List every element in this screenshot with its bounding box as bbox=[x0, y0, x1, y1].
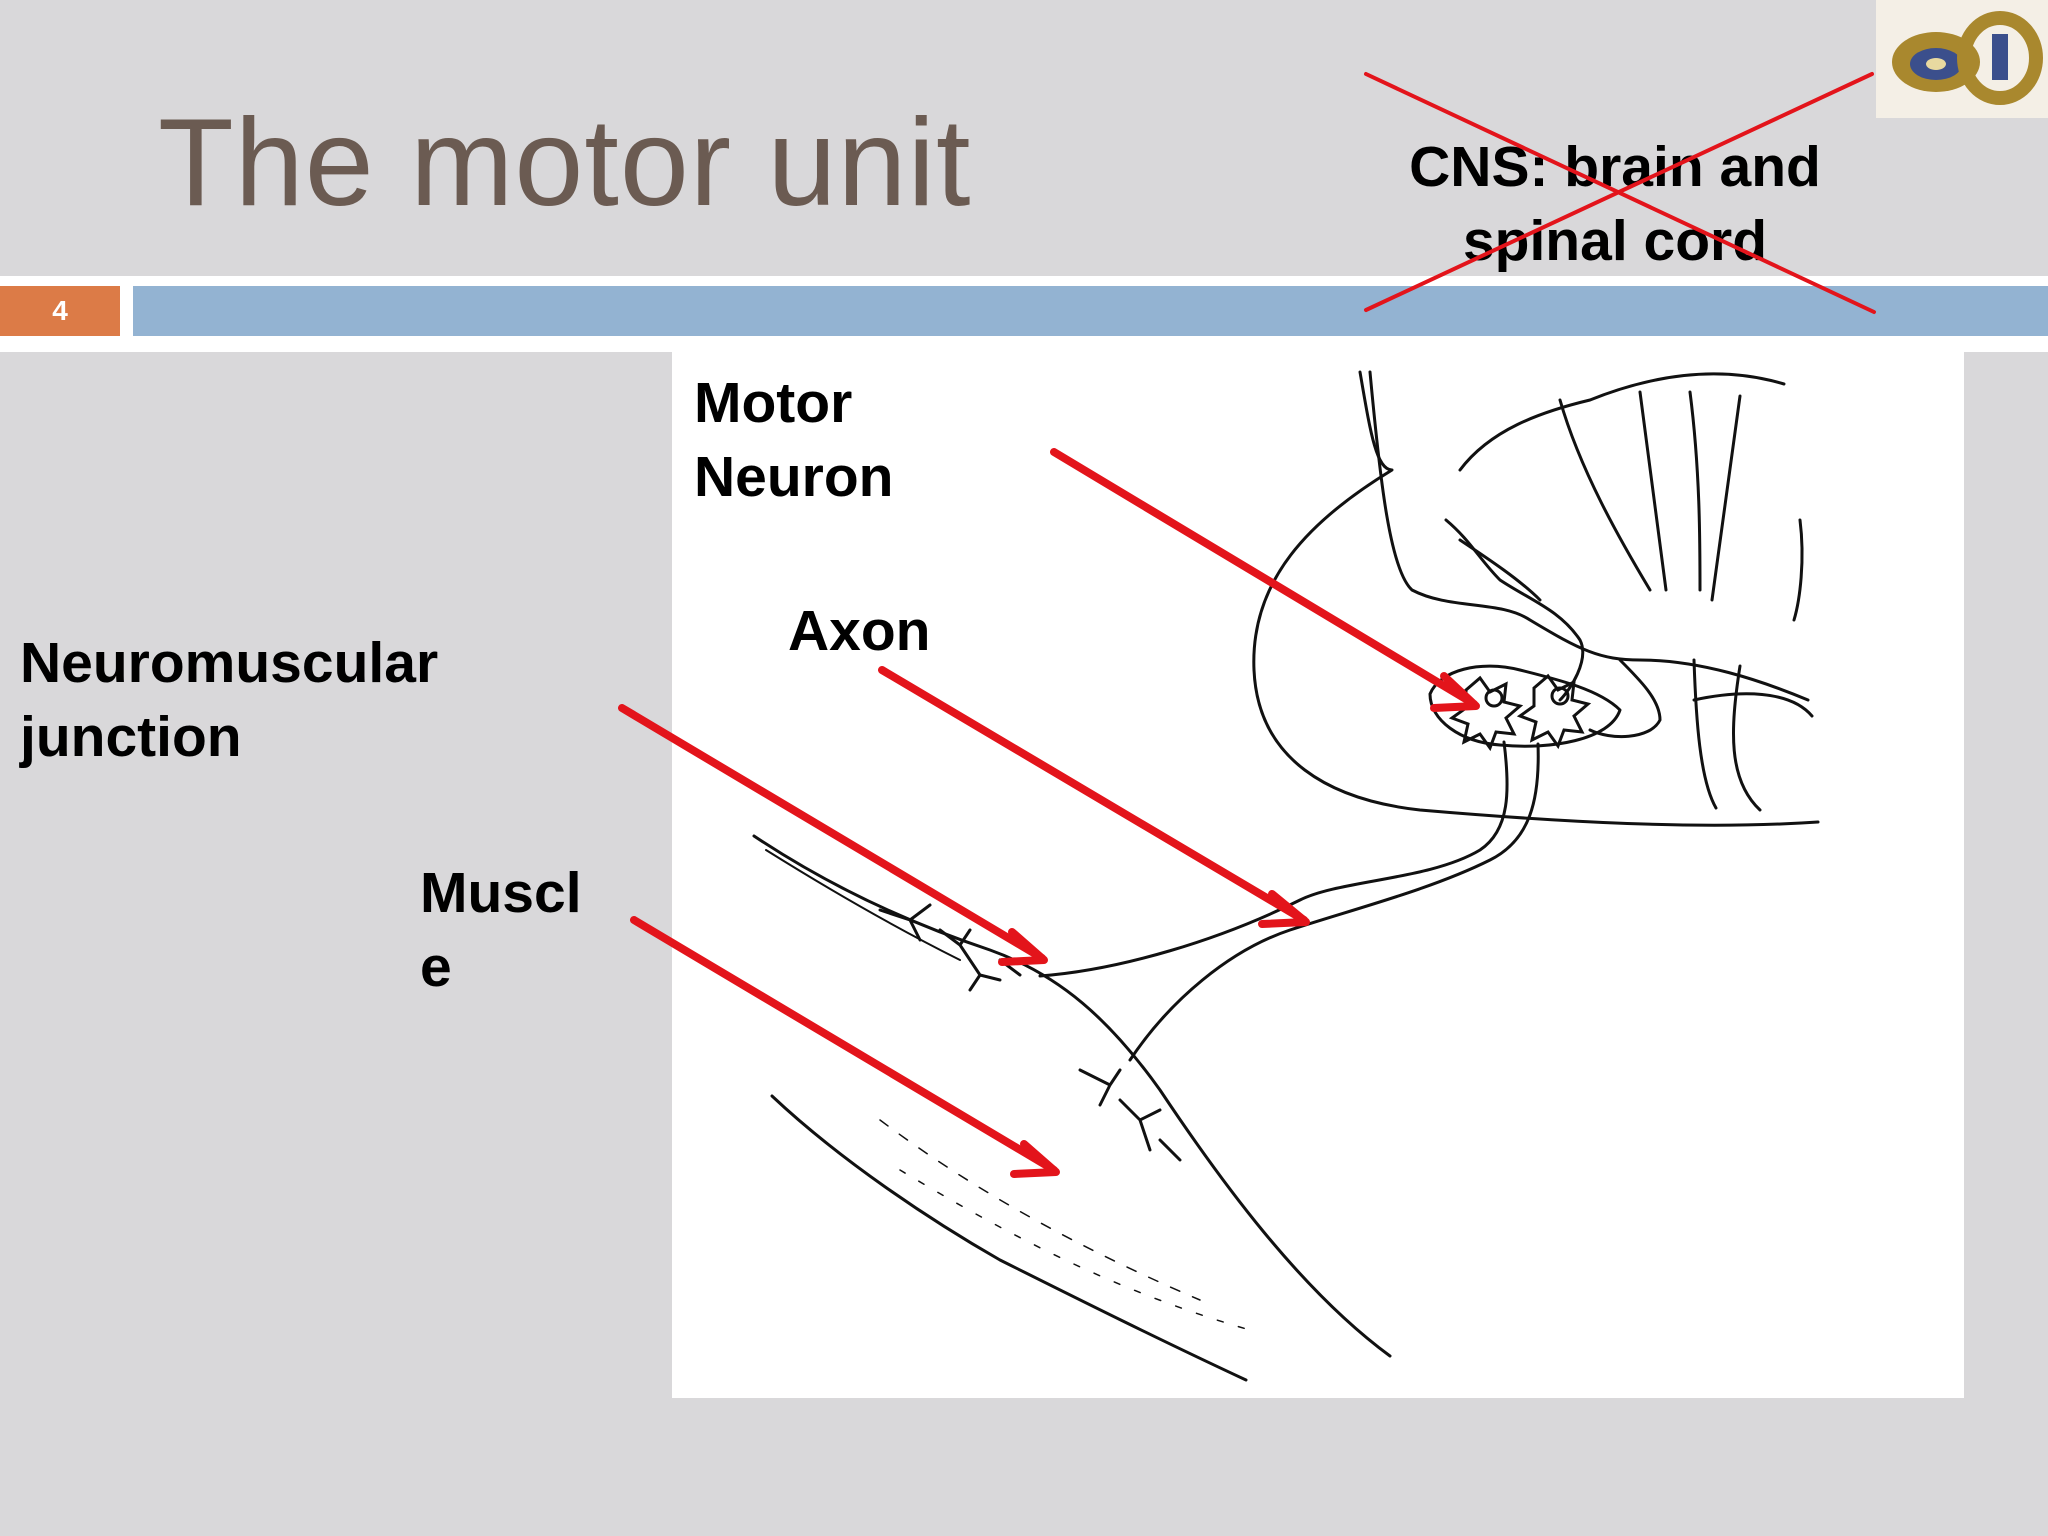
motor-neuron-label: Motor Neuron bbox=[694, 371, 894, 509]
cns-cross-out bbox=[1364, 72, 1876, 314]
spinal-cord-outline bbox=[1252, 370, 1820, 827]
nerve-endings-lower bbox=[1078, 1068, 1182, 1162]
axon-upper bbox=[1038, 740, 1509, 978]
accent-bar bbox=[133, 286, 2048, 336]
slide-number: 4 bbox=[52, 295, 68, 326]
anniversary-logo bbox=[1876, 0, 2048, 118]
neuron-cell-2 bbox=[1516, 673, 1592, 750]
motor-neuron-arrow bbox=[1050, 448, 1478, 708]
muscle-arrow bbox=[630, 916, 1058, 1174]
axon-lower bbox=[1128, 742, 1540, 1062]
muscle-lower-edge bbox=[770, 1094, 1248, 1382]
slide-title: The motor unit bbox=[158, 94, 972, 232]
slide-number-box bbox=[0, 286, 120, 336]
neuromuscular-junction-label: Neuromuscular junction bbox=[20, 631, 439, 769]
nmj-arrow bbox=[618, 704, 1046, 962]
muscle-outline bbox=[752, 834, 1392, 1358]
cns-label: CNS: brain and spinal cord bbox=[1409, 135, 1821, 273]
neuron-cell-1 bbox=[1448, 675, 1524, 752]
nerve-endings-upper bbox=[878, 903, 1022, 992]
axon-arrow bbox=[878, 666, 1308, 924]
axon-label: Axon bbox=[788, 599, 931, 663]
ventral-horn bbox=[1428, 664, 1622, 748]
muscle-label: Muscl e bbox=[420, 861, 582, 999]
